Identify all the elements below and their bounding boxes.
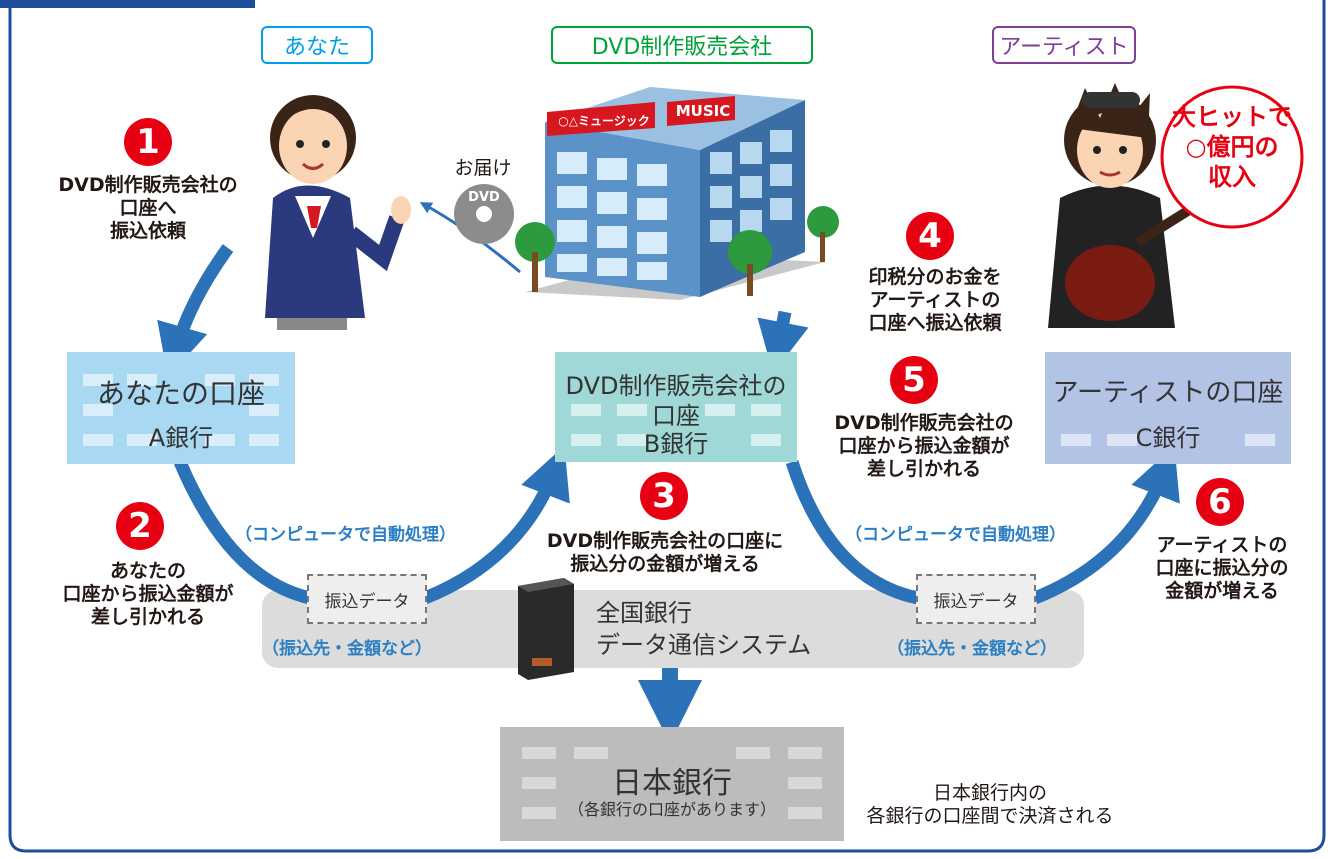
transfer-data-right: 振込データ bbox=[916, 574, 1036, 624]
transfer-data-left: 振込データ bbox=[307, 574, 427, 624]
bank-a-name: あなたの口座 bbox=[96, 377, 265, 410]
bank-a-bank: A銀行 bbox=[148, 424, 214, 452]
store-sign: ○△ミュージック bbox=[558, 114, 650, 128]
bank-c-box bbox=[1045, 352, 1291, 464]
step-3-badge: 3 bbox=[640, 472, 688, 520]
arrow-you-to-bank-a bbox=[157, 244, 234, 377]
boj-box bbox=[500, 727, 844, 841]
bank-b-box bbox=[555, 352, 797, 462]
step-6-line: 口座に振込分の bbox=[1155, 557, 1289, 579]
settlement-line-2: 各銀行の口座間で決済される bbox=[866, 805, 1114, 827]
arrow-bank-a-to-data bbox=[174, 459, 312, 605]
dvd-disc-icon bbox=[454, 184, 514, 244]
arrow-company-to-bank-b bbox=[757, 310, 809, 374]
arrow-bank-b-to-data bbox=[785, 460, 920, 605]
bank-a-box bbox=[67, 352, 295, 464]
step-2-line: 口座から振込金額が bbox=[62, 583, 234, 605]
step-4-badge: 4 bbox=[906, 212, 954, 260]
auto-process-label-left: （コンピュータで自動処理） bbox=[235, 525, 456, 545]
step-1-badge: 1 bbox=[124, 118, 172, 166]
step-1-line: 振込依頼 bbox=[109, 220, 186, 242]
boj-sub: （各銀行の口座があります） bbox=[567, 800, 776, 819]
server-icon bbox=[518, 578, 574, 680]
header-artist: アーティスト bbox=[992, 26, 1136, 64]
system-line-2: データ通信システム bbox=[596, 631, 812, 659]
artist-illustration bbox=[1048, 83, 1230, 328]
step-3-line: 振込分の金額が増える bbox=[570, 553, 760, 575]
frame-tab bbox=[0, 0, 255, 8]
step-5-line: 差し引かれる bbox=[866, 458, 981, 480]
boj-name: 日本銀行 bbox=[612, 766, 732, 801]
arrow-data-to-bank-b bbox=[422, 445, 570, 605]
system-bar bbox=[262, 590, 1084, 668]
bank-b-bank: B銀行 bbox=[643, 430, 709, 458]
step-4-text: 印税分のお金を アーティストの 口座へ振込依頼 bbox=[840, 266, 1030, 335]
step-4-line: 口座へ振込依頼 bbox=[868, 312, 1002, 334]
step-5-line: 口座から振込金額が bbox=[838, 435, 1010, 457]
hit-line-2: ○億円の bbox=[1185, 133, 1279, 161]
company-building-illustration bbox=[515, 87, 839, 300]
step-4-line: 印税分のお金を bbox=[868, 266, 1002, 288]
step-2-text: あなたの 口座から振込金額が 差し引かれる bbox=[28, 560, 268, 629]
bank-b-name: DVD制作販売会社の bbox=[565, 372, 787, 400]
bank-b-name-2: 口座 bbox=[652, 402, 700, 430]
step-1-line: 口座へ bbox=[119, 197, 177, 219]
step-3-text: DVD制作販売会社の口座に 振込分の金額が増える bbox=[510, 530, 820, 576]
step-1-line: DVD制作販売会社の bbox=[58, 174, 238, 196]
hit-line-3: 収入 bbox=[1208, 163, 1256, 191]
header-company: DVD制作販売会社 bbox=[551, 26, 813, 64]
arrow-data-to-bank-c bbox=[1032, 445, 1180, 605]
hit-line-1: 大ヒットで bbox=[1172, 103, 1292, 131]
system-label: 全国銀行 データ通信システム bbox=[596, 597, 811, 661]
step-3-line: DVD制作販売会社の口座に bbox=[546, 530, 784, 552]
step-2-line: あなたの bbox=[109, 560, 186, 582]
step-5-line: DVD制作販売会社の bbox=[834, 412, 1014, 434]
hit-bubble bbox=[1160, 85, 1304, 229]
header-you: あなた bbox=[261, 26, 373, 64]
step-2-line: 差し引かれる bbox=[90, 606, 205, 628]
transfer-detail-right: （振込先・金額など） bbox=[887, 639, 1057, 659]
auto-process-label-right: （コンピュータで自動処理） bbox=[845, 525, 1066, 545]
system-line-1: 全国銀行 bbox=[596, 599, 692, 627]
delivery-label: お届け bbox=[454, 157, 512, 179]
settlement-text: 日本銀行内の 各銀行の口座間で決済される bbox=[840, 782, 1140, 828]
person-you-illustration bbox=[265, 95, 411, 330]
transfer-detail-left: （振込先・金額など） bbox=[262, 639, 432, 659]
step-6-line: 金額が増える bbox=[1165, 580, 1279, 602]
step-6-text: アーティストの 口座に振込分の 金額が増える bbox=[1132, 534, 1312, 603]
bank-c-bank: C銀行 bbox=[1135, 424, 1201, 452]
step-6-badge: 6 bbox=[1196, 478, 1244, 526]
dvd-disc-label: DVD bbox=[468, 190, 500, 205]
step-5-text: DVD制作販売会社の 口座から振込金額が 差し引かれる bbox=[806, 412, 1042, 481]
step-5-badge: 5 bbox=[890, 356, 938, 404]
step-6-line: アーティストの bbox=[1156, 534, 1288, 556]
step-1-text: DVD制作販売会社の 口座へ 振込依頼 bbox=[28, 174, 268, 243]
step-2-badge: 2 bbox=[116, 502, 164, 550]
hit-bubble-text: 大ヒットで ○億円の 収入 bbox=[1170, 102, 1294, 192]
music-sign: MUSIC bbox=[675, 102, 731, 120]
step-4-line: アーティストの bbox=[869, 289, 1001, 311]
bank-c-name: アーティストの口座 bbox=[1052, 378, 1284, 408]
settlement-line-1: 日本銀行内の bbox=[932, 782, 1047, 804]
